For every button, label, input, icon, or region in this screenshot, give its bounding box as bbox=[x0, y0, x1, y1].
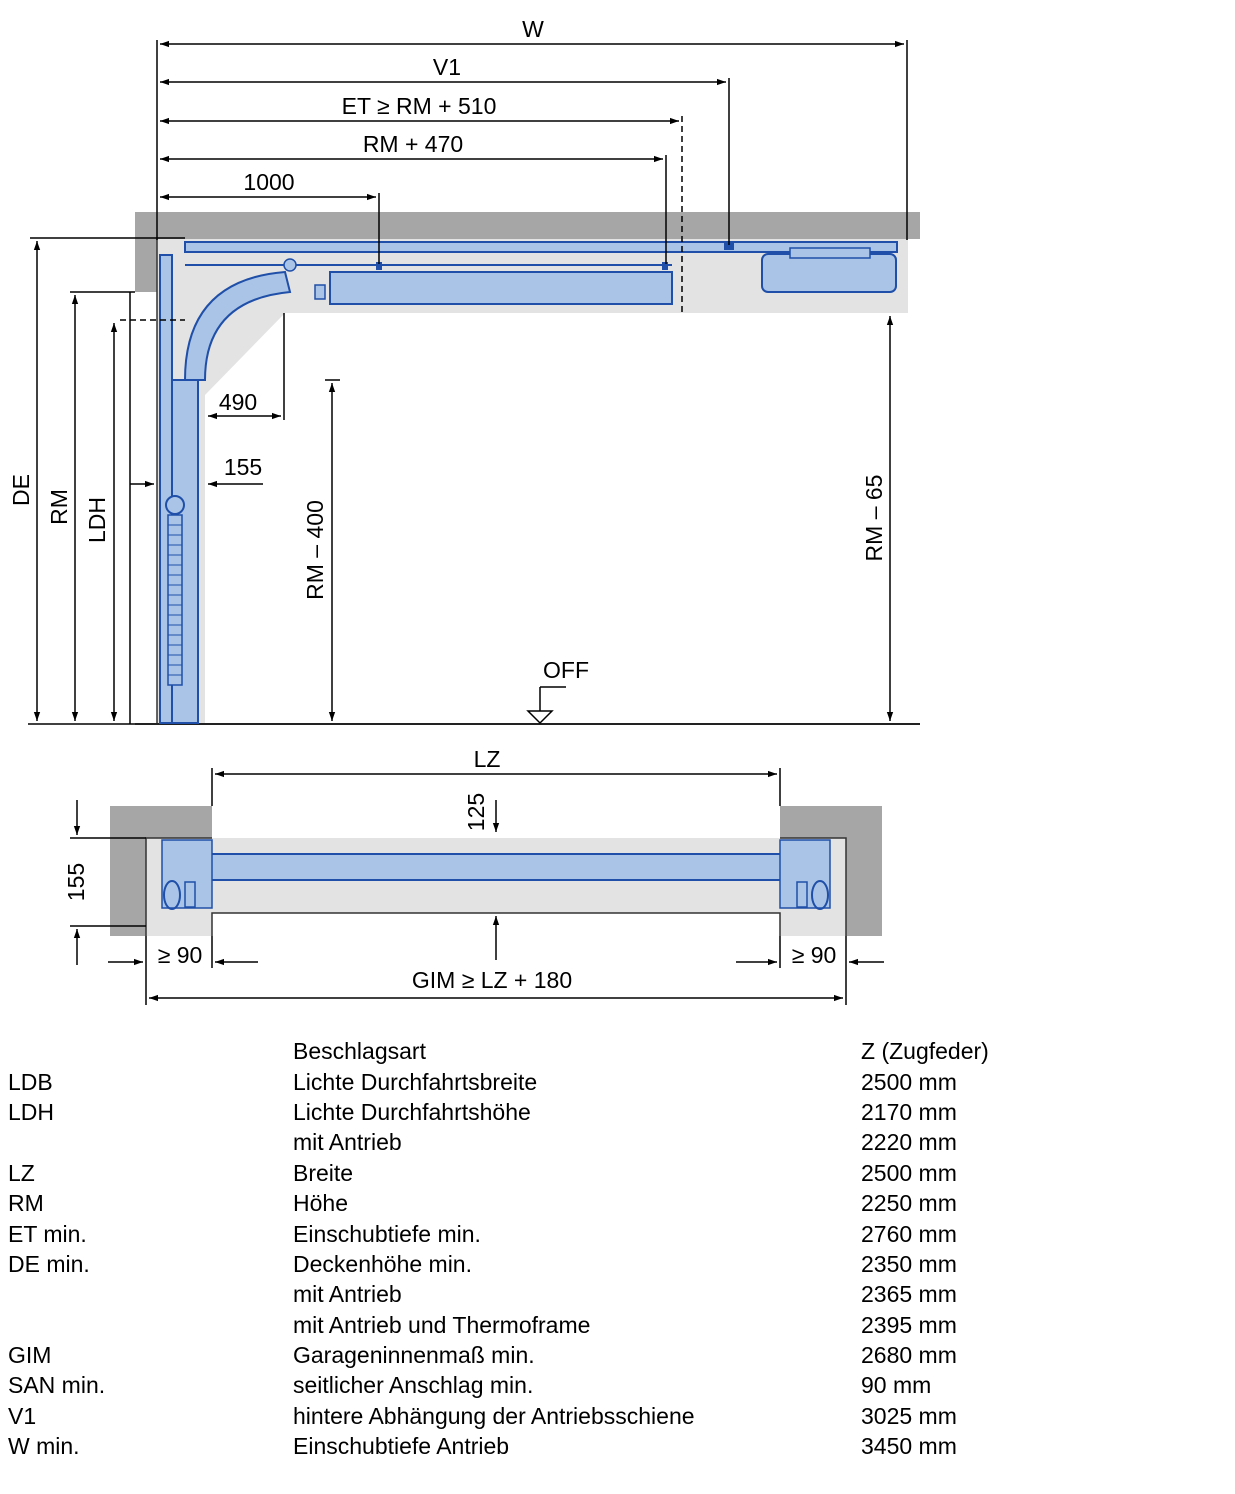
row-name: seitlicher Anschlag min. bbox=[293, 1372, 534, 1399]
door-leaf-plan bbox=[199, 853, 793, 881]
table-row: mit Antrieb 2365 mm bbox=[0, 1279, 1061, 1309]
table-row: LDB Lichte Durchfahrtsbreite 2500 mm bbox=[0, 1066, 1061, 1096]
table-row: GIM Garageninnenmaß min. 2680 mm bbox=[0, 1340, 1061, 1370]
row-name: Einschubtiefe Antrieb bbox=[293, 1433, 510, 1460]
ceiling-slab bbox=[135, 212, 920, 239]
row-value: 2365 mm bbox=[861, 1281, 957, 1308]
row-code: V1 bbox=[8, 1402, 37, 1429]
label-et: ET ≥ RM + 510 bbox=[342, 93, 497, 119]
drive-rail bbox=[184, 241, 898, 253]
label-v1: V1 bbox=[433, 54, 461, 80]
row-name: Garageninnenmaß min. bbox=[293, 1342, 535, 1369]
row-code: SAN min. bbox=[8, 1372, 106, 1399]
row-name: Deckenhöhe min. bbox=[293, 1250, 472, 1277]
label-lz: LZ bbox=[474, 746, 501, 772]
mounting-zone bbox=[157, 239, 908, 724]
row-name: mit Antrieb und Thermoframe bbox=[293, 1311, 591, 1338]
label-rm-400: RM – 400 bbox=[302, 500, 328, 600]
table-row: LZ Breite 2500 mm bbox=[0, 1158, 1061, 1188]
row-code: RM bbox=[8, 1190, 44, 1217]
row-code: W min. bbox=[8, 1433, 80, 1460]
row-code: ET min. bbox=[8, 1220, 87, 1247]
row-code bbox=[0, 1279, 293, 1309]
label-w: W bbox=[522, 16, 544, 42]
plan-section: LZ 125 155 ≥ 90 ≥ 90 GIM ≥ LZ + 180 bbox=[63, 746, 884, 1005]
row-code: GIM bbox=[8, 1342, 52, 1369]
label-rm-65: RM – 65 bbox=[861, 475, 887, 562]
row-code: DE min. bbox=[8, 1250, 90, 1277]
label-rm: RM bbox=[46, 489, 72, 525]
row-name: Lichte Durchfahrtsbreite bbox=[293, 1068, 538, 1095]
spec-table: Beschlagsart Z (Zugfeder) LDB Lichte Durc… bbox=[0, 1036, 1061, 1461]
table-row: mit Antrieb 2220 mm bbox=[0, 1127, 1061, 1157]
label-1000: 1000 bbox=[243, 169, 294, 195]
tension-spring bbox=[167, 514, 183, 686]
row-name: mit Antrieb bbox=[293, 1281, 402, 1308]
row-name: Breite bbox=[293, 1159, 354, 1186]
row-code bbox=[0, 1310, 293, 1340]
label-off: OFF bbox=[543, 657, 589, 683]
table-header-row: Beschlagsart Z (Zugfeder) bbox=[0, 1036, 1061, 1066]
table-row: ET min. Einschubtiefe min. 2760 mm bbox=[0, 1218, 1061, 1248]
label-ldh: LDH bbox=[84, 497, 110, 543]
label-155-plan: 155 bbox=[63, 863, 89, 901]
label-de: DE bbox=[8, 474, 34, 506]
table-row: DE min. Deckenhöhe min. 2350 mm bbox=[0, 1249, 1061, 1279]
garage-door-diagram: W V1 ET ≥ RM + 510 RM + 470 1000 DE RM L… bbox=[8, 16, 920, 1005]
row-value: 2680 mm bbox=[861, 1342, 957, 1369]
row-name: Einschubtiefe min. bbox=[293, 1220, 481, 1247]
row-value: 2500 mm bbox=[861, 1068, 957, 1095]
label-155-side: 155 bbox=[224, 454, 262, 480]
table-row: V1 hintere Abhängung der Antriebsschiene 3… bbox=[0, 1401, 1061, 1431]
row-name: Höhe bbox=[293, 1190, 348, 1217]
table-row: mit Antrieb und Thermoframe 2395 mm bbox=[0, 1310, 1061, 1340]
label-490: 490 bbox=[219, 389, 257, 415]
row-value: 2350 mm bbox=[861, 1250, 957, 1277]
label-gim: GIM ≥ LZ + 180 bbox=[412, 967, 572, 993]
table-row: W min. Einschubtiefe Antrieb 3450 mm bbox=[0, 1431, 1061, 1461]
door-panel-open bbox=[329, 271, 673, 305]
header-code bbox=[0, 1036, 293, 1066]
label-san-left: ≥ 90 bbox=[158, 942, 203, 968]
label-san-right: ≥ 90 bbox=[792, 942, 837, 968]
row-value: 2170 mm bbox=[861, 1098, 957, 1125]
row-value: 3025 mm bbox=[861, 1402, 957, 1429]
row-value: 2250 mm bbox=[861, 1190, 957, 1217]
row-code bbox=[0, 1127, 293, 1157]
table-row: SAN min. seitlicher Anschlag min. 90 mm bbox=[0, 1370, 1061, 1400]
row-name: mit Antrieb bbox=[293, 1129, 402, 1156]
table-row: LDH Lichte Durchfahrtshöhe 2170 mm bbox=[0, 1097, 1061, 1127]
row-value: 2220 mm bbox=[861, 1129, 957, 1156]
header-name: Beschlagsart bbox=[293, 1038, 426, 1065]
row-value: 2500 mm bbox=[861, 1159, 957, 1186]
row-value: 2395 mm bbox=[861, 1311, 957, 1338]
row-code: LZ bbox=[8, 1159, 35, 1186]
table-row: RM Höhe 2250 mm bbox=[0, 1188, 1061, 1218]
row-value: 90 mm bbox=[861, 1372, 932, 1399]
motor-unit bbox=[761, 253, 897, 293]
row-name: Lichte Durchfahrtshöhe bbox=[293, 1098, 531, 1125]
curved-track bbox=[183, 270, 292, 381]
lintel-wall bbox=[135, 212, 157, 292]
label-rm470: RM + 470 bbox=[363, 131, 463, 157]
side-section: W V1 ET ≥ RM + 510 RM + 470 1000 DE RM L… bbox=[8, 16, 920, 725]
row-value: 2760 mm bbox=[861, 1220, 957, 1247]
row-code: LDB bbox=[8, 1068, 53, 1095]
row-code: LDH bbox=[8, 1098, 55, 1125]
row-value: 3450 mm bbox=[861, 1433, 957, 1460]
row-name: hintere Abhängung der Antriebsschiene bbox=[293, 1402, 695, 1429]
label-125: 125 bbox=[463, 793, 489, 831]
header-value: Z (Zugfeder) bbox=[861, 1038, 989, 1065]
